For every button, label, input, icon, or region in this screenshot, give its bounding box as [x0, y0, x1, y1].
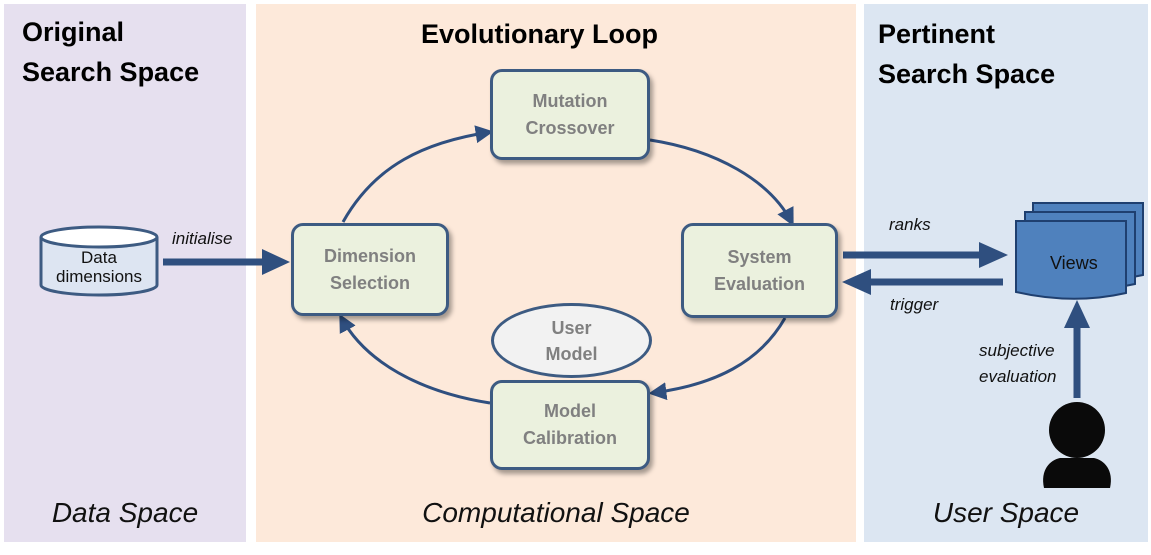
user-space-label: User Space	[932, 497, 1080, 528]
node-text-line: Mutation	[532, 90, 608, 111]
data-space-label: Data Space	[51, 497, 199, 528]
model-calibration-node: Model Calibration	[490, 380, 650, 470]
node-text-line: Model	[544, 401, 596, 421]
system-evaluation-node: System Evaluation	[681, 223, 838, 318]
data-dimensions-label: Data dimensions	[41, 248, 157, 286]
user-icon	[1043, 402, 1111, 488]
node-text-line: Crossover	[525, 117, 615, 138]
loop-arrow-to-calibration	[648, 317, 787, 401]
pertinent-search-space-heading: Pertinent Search Space	[878, 14, 1055, 94]
loop-arrow-to-system	[649, 138, 794, 227]
heading-line: Search Space	[878, 59, 1056, 89]
mutation-crossover-node: Mutation Crossover	[490, 69, 650, 160]
node-text-line: User	[551, 317, 592, 338]
node-text-line: dimensions	[56, 267, 142, 286]
node-text-line: Evaluation	[713, 273, 806, 294]
original-search-space-heading: Original Search Space	[22, 12, 199, 92]
computational-space-label: Computational Space	[422, 497, 690, 528]
node-text-line: Model	[545, 343, 598, 364]
ranks-arrow	[843, 242, 1008, 268]
loop-arrow-to-dimension	[339, 313, 491, 405]
user-model-node: User Model	[491, 303, 652, 378]
evolutionary-loop-heading: Evolutionary Loop	[421, 19, 659, 49]
heading-line: Original	[22, 17, 125, 47]
node-text-line: System	[727, 246, 792, 267]
label-line: subjective	[979, 341, 1055, 360]
ranks-label: ranks	[889, 215, 931, 234]
heading-line: Pertinent	[878, 19, 996, 49]
label-line: evaluation	[979, 367, 1057, 386]
initialise-arrow	[163, 249, 290, 275]
trigger-arrow	[842, 269, 1003, 295]
trigger-label: trigger	[890, 295, 939, 314]
loop-arrow-to-mutation	[341, 125, 494, 223]
node-text-line: Data	[81, 248, 117, 267]
node-text-line: Dimension	[323, 245, 416, 266]
node-text-line: Calibration	[522, 428, 617, 448]
database-icon	[39, 225, 159, 297]
node-text-line: Selection	[329, 272, 411, 293]
views-label: Views	[1050, 253, 1098, 273]
subjective-evaluation-label: subjective evaluation	[979, 338, 1057, 390]
subjective-evaluation-arrow	[1064, 300, 1090, 398]
heading-line: Search Space	[22, 57, 200, 87]
views-documents-icon	[1015, 202, 1144, 300]
initialise-label: initialise	[172, 229, 233, 248]
dimension-selection-node: Dimension Selection	[291, 223, 449, 316]
